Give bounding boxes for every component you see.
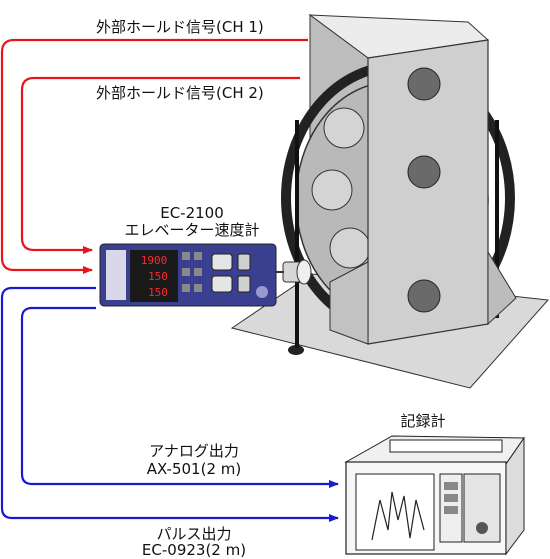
output-lines xyxy=(0,286,339,522)
speed-sensor xyxy=(275,259,312,285)
down-key xyxy=(211,275,233,293)
rope-hole xyxy=(288,345,304,355)
label-analog-out-title: アナログ出力 xyxy=(149,442,239,460)
recorded-trace xyxy=(371,491,425,541)
label-analog-out-model: AX-501(2 m) xyxy=(146,460,242,478)
hold-signal-lines xyxy=(0,38,308,274)
column-hole xyxy=(407,279,441,313)
speed-meter-device: 1900 150 150 xyxy=(99,243,277,307)
analog-output-line xyxy=(20,306,339,488)
label-ext-hold-ch2: 外部ホールド信号(CH 2) xyxy=(96,84,264,102)
pulse-output-line xyxy=(0,286,339,522)
hold-line-ch1 xyxy=(0,38,308,274)
column-hole xyxy=(407,155,441,189)
sheave-hole xyxy=(323,107,365,149)
label-meter-name: エレベーター速度計 xyxy=(124,221,260,239)
label-ext-hold-ch1: 外部ホールド信号(CH 1) xyxy=(96,18,264,36)
sheave-hole xyxy=(311,169,353,211)
side-key xyxy=(237,253,251,271)
label-pulse-out-title: パルス出力 xyxy=(156,525,232,543)
chart-recorder xyxy=(344,435,525,556)
display-panel xyxy=(130,250,178,302)
label-meter-model: EC-2100 xyxy=(160,204,224,222)
label-recorder: 記録計 xyxy=(400,412,446,430)
column-hole xyxy=(407,67,441,101)
label-pulse-out-model: EC-0923(2 m) xyxy=(141,541,247,559)
sheave-hole xyxy=(329,227,371,269)
up-key xyxy=(211,253,233,271)
brand-logo-icon xyxy=(256,286,268,298)
traction-machine xyxy=(230,14,550,389)
hold-line-ch2 xyxy=(20,76,300,254)
chart-paper xyxy=(355,473,435,551)
display-mid: 150 xyxy=(148,270,168,283)
front-column-foot-right xyxy=(487,250,517,326)
side-key xyxy=(237,275,251,293)
display-bottom: 150 xyxy=(148,286,168,299)
display-top: 1900 xyxy=(141,254,168,267)
front-column-foot xyxy=(329,261,369,345)
